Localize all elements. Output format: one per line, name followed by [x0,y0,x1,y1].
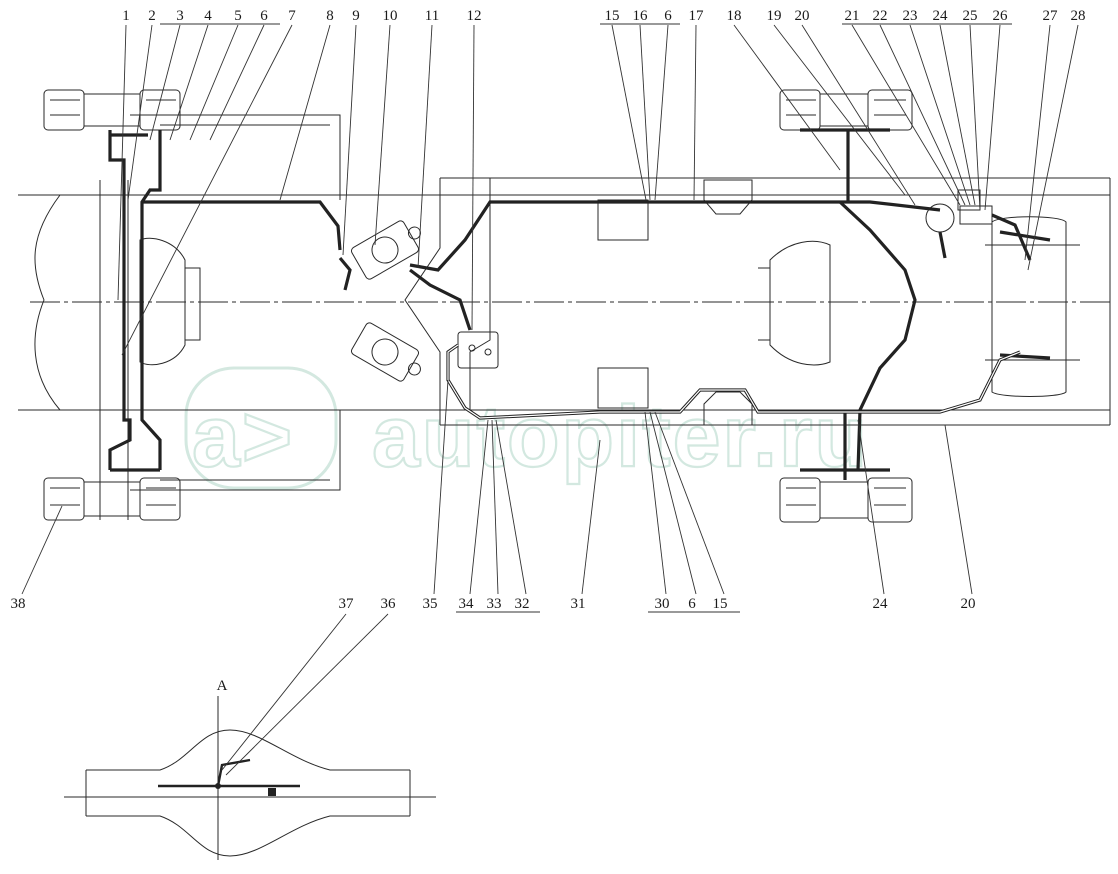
leader-line-top-right-13 [1024,24,1051,261]
callout-label-top-left-5: 6 [260,8,268,24]
callout-label-bottom-5: 31 [571,596,586,612]
callout-label-top-right-8: 22 [873,8,888,24]
leader-line-view-1 [225,613,389,776]
watermark-logo: a> autopiter.ru [184,366,869,490]
callout-label-bottom-7: 6 [688,596,696,612]
leader-line-top-left-0 [117,24,127,301]
leader-line-top-left-1 [127,24,153,201]
callout-label-bottom-4: 32 [515,596,530,612]
leader-line-top-right-11 [969,24,981,211]
callout-label-top-right-13: 27 [1043,8,1059,24]
leader-line-top-left-6 [121,24,293,356]
callout-label-top-left-10: 11 [425,8,439,24]
leader-line-top-left-2 [149,24,181,141]
callout-label-bottom-9: 24 [873,596,889,612]
callout-label-bottom-3: 33 [487,596,502,612]
callout-label-top-left-6: 7 [288,8,296,24]
leader-line-bottom-6 [644,411,667,595]
leader-line-top-left-11 [471,24,475,331]
leader-line-bottom-9 [857,419,885,595]
leader-line-bottom-4 [495,419,527,595]
leader-line-bottom-10 [944,424,973,595]
leader-line-top-right-0 [611,24,647,201]
leader-line-top-right-2 [654,24,669,201]
callout-label-bottom-0: 38 [11,596,26,612]
rear-left-wheel [779,89,913,131]
callout-label-top-left-2: 3 [176,8,184,24]
leader-line-top-right-12 [984,24,1001,211]
callout-label-top-right-1: 16 [633,8,649,24]
callout-label-view-0: 37 [339,596,355,612]
callout-label-bottom-2: 34 [459,596,475,612]
callout-label-top-left-0: 1 [122,8,130,24]
leader-line-view-0 [221,613,347,771]
callout-label-top-right-6: 20 [795,8,810,24]
leader-line-top-right-4 [733,24,841,171]
callout-label-top-right-2: 6 [664,8,672,24]
front-left-wheel [43,89,181,131]
rear-right-wheel [779,477,913,523]
leader-line-top-right-8 [879,24,966,206]
callout-label-view-1: 36 [381,596,397,612]
leader-line-bottom-7 [649,411,697,595]
callout-label-top-right-0: 15 [605,8,620,24]
chassis-frame [18,114,1111,520]
leader-line-top-right-3 [693,24,697,201]
leader-line-top-right-5 [773,24,906,196]
callout-label-top-right-7: 21 [845,8,860,24]
leader-line-top-right-1 [639,24,651,201]
callout-label-top-right-9: 23 [903,8,918,24]
callout-label-top-left-8: 9 [352,8,360,24]
leader-line-top-left-3 [169,24,209,141]
callout-label-top-left-9: 10 [383,8,398,24]
leader-line-bottom-5 [581,439,601,595]
leader-line-top-right-10 [939,24,976,206]
callout-label-top-right-3: 17 [689,8,705,24]
callout-label-top-right-5: 19 [767,8,782,24]
leader-line-top-right-7 [851,24,961,206]
section-view-a [64,696,436,860]
relay-valve [457,331,499,369]
leader-line-top-left-10 [417,24,433,269]
callout-label-bottom-10: 20 [961,596,976,612]
leader-line-bottom-3 [491,419,499,595]
callout-label-top-left-4: 5 [234,8,242,24]
leader-line-top-right-6 [801,24,916,206]
leader-line-bottom-8 [654,411,725,595]
leader-line-top-left-8 [342,24,357,256]
callout-label-top-right-4: 18 [727,8,742,24]
brake-chamber-lower [350,322,421,382]
callout-label-view-2: A [217,678,228,694]
callout-label-top-left-3: 4 [204,8,212,24]
callout-label-top-right-11: 25 [963,8,978,24]
leader-line-bottom-0 [21,505,63,595]
brake-pipelines [108,128,1051,480]
leader-line-top-right-14 [1027,24,1079,271]
callout-label-top-right-10: 24 [933,8,949,24]
callout-label-top-left-11: 12 [467,8,482,24]
callout-label-bottom-1: 35 [423,596,438,612]
leader-line-top-left-9 [374,24,391,246]
callout-label-top-left-1: 2 [148,8,156,24]
callout-label-top-left-7: 8 [326,8,334,24]
callout-label-top-right-12: 26 [993,8,1009,24]
callout-label-bottom-8: 15 [713,596,728,612]
brake-chamber-upper [350,220,421,280]
callout-label-bottom-6: 30 [655,596,670,612]
callout-label-top-right-14: 28 [1071,8,1086,24]
leader-line-top-left-7 [279,24,331,201]
front-right-wheel [43,477,181,521]
watermark-text: autopiter.ru [372,389,869,485]
leader-line-bottom-1 [433,379,449,595]
leader-line-bottom-2 [469,419,489,595]
leader-line-top-left-4 [189,24,239,141]
leader-line-top-right-9 [909,24,971,206]
leader-line-top-left-5 [209,24,265,141]
watermark-at-glyph: a> [192,389,294,485]
